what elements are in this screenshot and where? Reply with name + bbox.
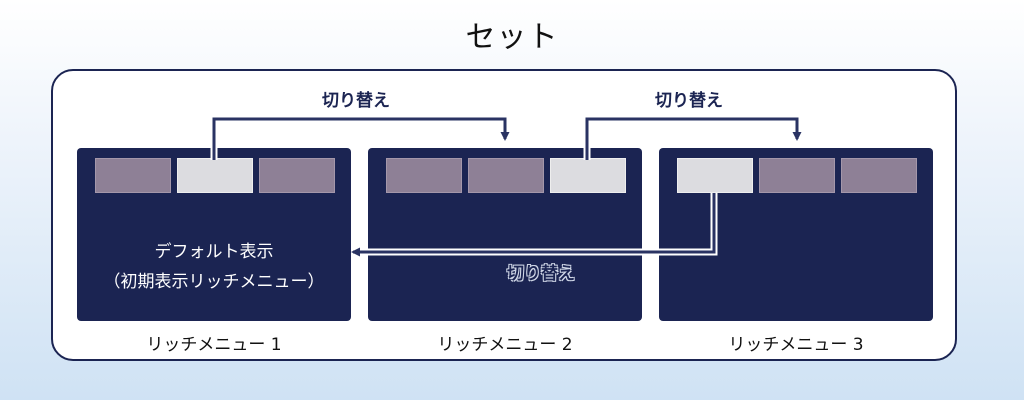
rich-menu-2-tab-3	[550, 158, 626, 193]
rich-menu-3-tab-1	[677, 158, 753, 193]
default-display-label: デフォルト表示	[154, 242, 274, 262]
rich-menu-1-tab-1	[95, 158, 171, 193]
rich-menu-3-tab-3	[841, 158, 917, 193]
rich-menu-1-caption: リッチメニュー 1	[146, 335, 282, 355]
rich-menu-3-panel	[659, 148, 933, 321]
rich-menu-2-caption: リッチメニュー 2	[437, 335, 573, 355]
rich-menu-2-panel	[368, 148, 642, 321]
diagram-title: セット	[465, 20, 559, 55]
switch-label-3: 切り替え	[507, 264, 575, 284]
switch-label-1: 切り替え	[322, 91, 390, 111]
rich-menu-1-tab-2	[177, 158, 253, 193]
rich-menu-3-tab-2	[759, 158, 835, 193]
rich-menu-2-tab-2	[468, 158, 544, 193]
switch-label-2: 切り替え	[655, 91, 723, 111]
initial-display-note: （初期表示リッチメニュー）	[103, 272, 325, 292]
rich-menu-1-tab-3	[259, 158, 335, 193]
rich-menu-2-tab-1	[386, 158, 462, 193]
rich-menu-1-panel: デフォルト表示 （初期表示リッチメニュー）	[77, 148, 351, 321]
rich-menu-3-caption: リッチメニュー 3	[728, 335, 864, 355]
